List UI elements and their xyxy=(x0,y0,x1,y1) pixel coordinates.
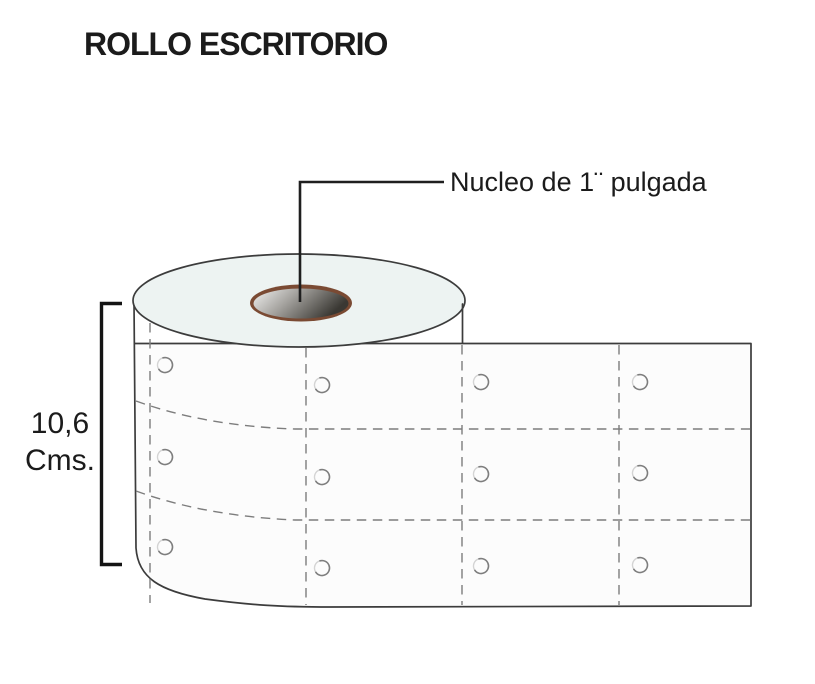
punch-hole xyxy=(472,465,490,483)
punch-hole xyxy=(156,538,174,556)
roll-core-hole xyxy=(253,288,349,319)
punch-hole xyxy=(472,557,490,575)
label-sheet xyxy=(134,302,751,607)
callout-leader-line xyxy=(298,180,444,302)
punch-hole xyxy=(631,556,649,574)
punch-hole xyxy=(631,464,649,482)
perforation-line-horizontal xyxy=(135,490,751,521)
punch-hole xyxy=(313,468,331,486)
height-dimension-label: 10,6 Cms. xyxy=(22,405,98,479)
perforation-line-horizontal xyxy=(135,400,751,430)
label-sheet-outline xyxy=(133,301,752,608)
page-title: ROLLO ESCRITORIO xyxy=(84,26,388,62)
punch-hole xyxy=(156,448,174,466)
punch-hole xyxy=(631,373,649,391)
punch-hole xyxy=(472,373,490,391)
punch-hole xyxy=(156,356,174,374)
punch-hole xyxy=(313,376,331,394)
core-callout-label: Nucleo de 1¨ pulgada xyxy=(450,167,707,197)
dimension-unit: Cms. xyxy=(25,444,95,477)
dimension-value: 10,6 xyxy=(30,407,90,440)
punch-hole xyxy=(313,559,331,577)
dimension-bracket xyxy=(99,301,122,567)
